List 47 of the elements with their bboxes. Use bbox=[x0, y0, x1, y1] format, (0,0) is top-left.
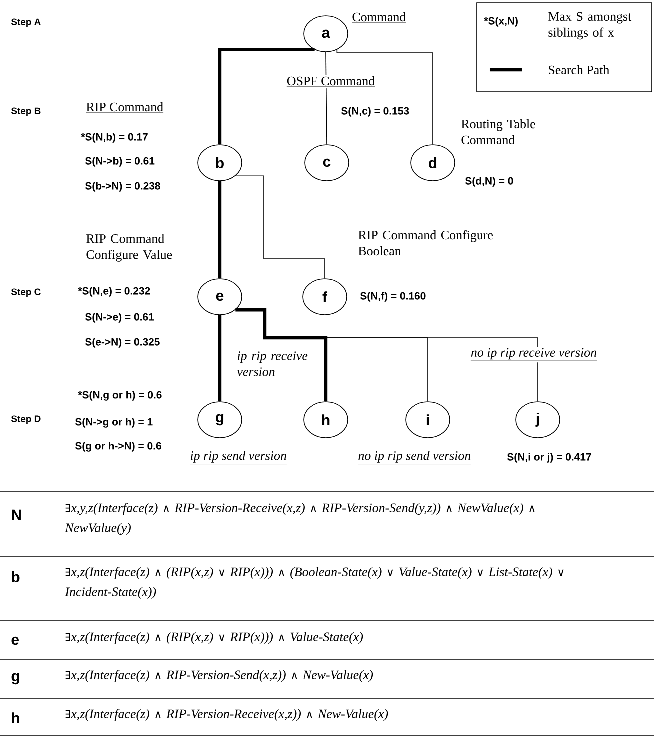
formula-text: ∃x,z(Interface(z) ∧ (RIP(x,z) ∨ RIP(x))) ∧ Value-State(x) bbox=[66, 632, 364, 644]
score-label: S(d,N) = 0 bbox=[466, 177, 514, 187]
score-label: S(b->N) = 0.238 bbox=[86, 182, 160, 192]
edge-label: OSPF Command bbox=[286, 75, 376, 89]
score-label: S(N,i or j) = 0.417 bbox=[508, 453, 592, 463]
row-key: e bbox=[12, 636, 19, 646]
row-key: h bbox=[12, 712, 20, 724]
command-label: RIP Command bbox=[86, 102, 164, 114]
step-label: Step B bbox=[11, 108, 41, 116]
score-label: *S(N,g or h) = 0.6 bbox=[78, 391, 162, 401]
row-key: g bbox=[12, 673, 20, 685]
search-path-line bbox=[218, 48, 315, 145]
legend-text: Search Path bbox=[549, 65, 610, 75]
score-label: S(N,f) = 0.160 bbox=[360, 292, 426, 302]
search-path-line bbox=[218, 181, 222, 279]
row-key: b bbox=[12, 572, 20, 582]
step-label: Step A bbox=[11, 18, 41, 28]
legend-text: Max S amongst siblings of x bbox=[548, 12, 632, 40]
command-label: RIP Command Configure Value bbox=[86, 234, 172, 262]
command-label: Routing Table Command bbox=[462, 119, 536, 145]
command-label: RIP Command Configure Boolean bbox=[358, 230, 493, 256]
edge-label: no ip rip receive version bbox=[470, 347, 598, 363]
command-label: no ip rip send version bbox=[358, 451, 472, 464]
connector-line bbox=[235, 176, 326, 279]
command-label: ip rip receive version bbox=[237, 352, 308, 376]
score-label: S(e->N) = 0.325 bbox=[86, 338, 160, 348]
formula-text: ∃x,y,z(Interface(z) ∧ RIP-Version-Receive(x,z) ∧ RIP-Version-Send(y,z)) ∧ NewValue(x) ∧ NewValue(y) bbox=[65, 503, 535, 536]
score-label: S(g or h->N) = 0.6 bbox=[76, 442, 162, 452]
score-label: S(N->g or h) = 1 bbox=[76, 418, 153, 428]
formula-text: ∃x,z(Interface(z) ∧ (RIP(x,z) ∨ RIP(x))) ∧ (Boolean-State(x) ∨ Value-State(x) ∨ List-State(x) ∨ Incident-State(x)) bbox=[65, 567, 564, 599]
step-label: Step C bbox=[11, 288, 41, 298]
command-label: Command bbox=[352, 12, 406, 24]
step-label: Step D bbox=[11, 416, 41, 424]
score-label: S(N->b) = 0.61 bbox=[86, 157, 155, 167]
connector-line bbox=[326, 52, 328, 145]
legend-symbol: *S(x,N) bbox=[484, 17, 518, 27]
search-path-line bbox=[218, 315, 222, 402]
row-key: N bbox=[12, 510, 21, 520]
score-label: *S(N,b) = 0.17 bbox=[81, 133, 148, 143]
connector-line bbox=[336, 50, 434, 145]
formula-text: ∃x,z(Interface(z) ∧ RIP-Version-Receive(x,z)) ∧ New-Value(x) bbox=[66, 709, 388, 722]
formula-text: ∃x,z(Interface(z) ∧ RIP-Version-Send(x,z)) ∧ New-Value(x) bbox=[66, 670, 374, 682]
score-label: S(N,c) = 0.153 bbox=[342, 107, 410, 117]
score-label: *S(N,e) = 0.232 bbox=[78, 287, 150, 297]
command-label: ip rip send version bbox=[190, 451, 288, 464]
score-label: S(N->e) = 0.61 bbox=[86, 313, 154, 323]
search-path-line bbox=[236, 308, 328, 402]
